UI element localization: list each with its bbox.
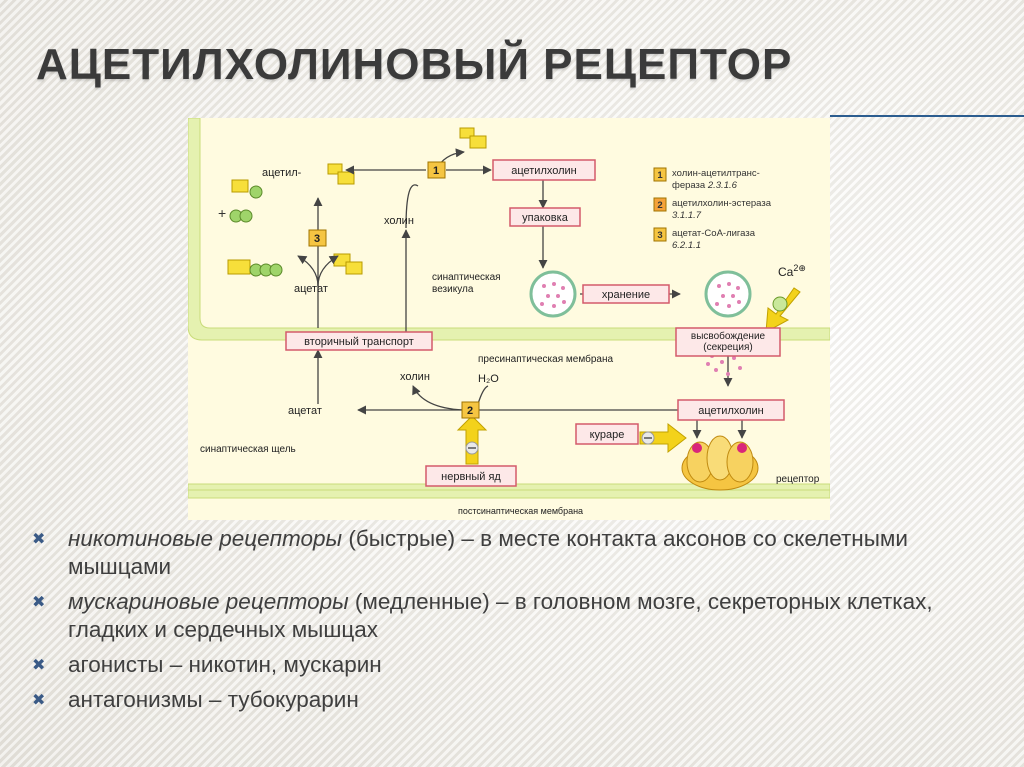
legend-2-label: ацетилхолин-эстераза xyxy=(672,198,772,209)
water-label: H₂O xyxy=(478,373,499,385)
atp-icon: + xyxy=(218,179,263,223)
packaging-box xyxy=(509,207,581,227)
release-label: высвобождение(секреция) xyxy=(691,330,766,353)
bullet-item: ✖антагонизмы – тубокурарин xyxy=(30,686,1010,714)
acetylcholine-top-label: ацетилхолин xyxy=(511,165,577,177)
choline-bottom-label: холин xyxy=(400,371,430,383)
calcium-label: Ca2⊕ xyxy=(778,263,806,279)
presynaptic-membrane-label: пресинаптическая мембрана xyxy=(478,353,613,365)
svg-text:1: 1 xyxy=(657,170,663,181)
title-rule xyxy=(830,115,1024,117)
choline-top-label: холин xyxy=(384,215,414,227)
bullet-item: ✖никотиновые рецепторы (быстрые) – в мес… xyxy=(32,526,908,579)
enzyme-legend: 1 холин-ацетилтранс- фераза 2.3.1.6 2 ац… xyxy=(653,167,772,251)
bullet-item: ✖мускариновые рецепторы (медленные) – в … xyxy=(32,589,933,642)
legend-3-code: 6.2.1.1 xyxy=(672,240,701,251)
calcium-ion xyxy=(772,296,788,312)
legend-2-code: 3.1.1.7 xyxy=(672,210,702,221)
acetate-top-label: ацетат xyxy=(294,283,328,295)
curare-arrow xyxy=(639,422,687,454)
svg-text:+: + xyxy=(218,205,226,221)
svg-text:3: 3 xyxy=(657,230,662,241)
bullet-list: ✖никотиновые рецепторы (быстрые) – в мес… xyxy=(30,525,1010,721)
synaptic-vesicle xyxy=(529,270,577,318)
secondary-transport-box xyxy=(285,331,433,351)
acetylcholine-top-box xyxy=(492,159,596,181)
acetyl-coa-icon xyxy=(327,163,355,185)
secondary-transport-label: вторичный транспорт xyxy=(304,336,414,348)
curare-label: кураре xyxy=(590,429,625,441)
packaging-label: упаковка xyxy=(522,212,569,224)
bullet-x-icon: ✖ xyxy=(32,594,46,611)
receptor-protein xyxy=(641,431,759,491)
nerve-poison-arrow xyxy=(456,415,488,465)
step-3-label: 3 xyxy=(314,233,320,245)
postsynaptic-membrane-label: постсинаптическая мембрана xyxy=(458,506,583,516)
receptor-label: рецептор xyxy=(776,474,820,485)
bullet-x-icon: ✖ xyxy=(32,657,46,674)
nerve-poison-label: нервный яд xyxy=(441,471,501,483)
legend-1-code: фераза 2.3.1.6 xyxy=(672,180,738,191)
curare-box xyxy=(575,423,639,445)
step-3-badge xyxy=(308,229,327,247)
presynaptic-cell xyxy=(188,118,830,341)
released-acetylcholine xyxy=(706,354,742,376)
bullet-item: ✖агонисты – никотин, мускарин xyxy=(30,651,1010,679)
inhibitor-sign xyxy=(465,441,479,455)
synaptic-cleft-label: синаптическая щель xyxy=(200,444,296,455)
synapse-diagram: + xyxy=(188,118,830,520)
svg-text:2: 2 xyxy=(657,200,662,211)
synaptic-vesicle-stored xyxy=(704,270,752,318)
acetyl-coa-icon xyxy=(459,127,487,149)
legend-1-label: холин-ацетилтранс- xyxy=(672,168,760,179)
storage-label: хранение xyxy=(602,289,650,301)
step-1-label: 1 xyxy=(433,165,439,177)
acetate-bottom-label: ацетат xyxy=(288,405,322,417)
step-2-label: 2 xyxy=(467,405,473,417)
storage-box xyxy=(582,284,670,304)
slide-title: АЦЕТИЛХОЛИНОВЫЙ РЕЦЕПТОР xyxy=(36,40,793,89)
coa-icon xyxy=(333,253,363,275)
bullet-x-icon: ✖ xyxy=(32,531,46,548)
bullet-x-icon: ✖ xyxy=(32,692,46,709)
acetyl-label: ацетил- xyxy=(262,167,302,179)
legend-3-label: ацетат-CoA-лигаза xyxy=(672,228,756,239)
acetylcholine-bottom-label: ацетилхолин xyxy=(698,405,764,417)
step-1-badge xyxy=(427,161,446,179)
acetylcholine-bottom-box xyxy=(677,399,785,421)
amp-icon xyxy=(227,259,283,277)
nerve-poison-box xyxy=(425,465,517,487)
release-box xyxy=(675,327,781,357)
step-2-badge xyxy=(461,401,480,419)
